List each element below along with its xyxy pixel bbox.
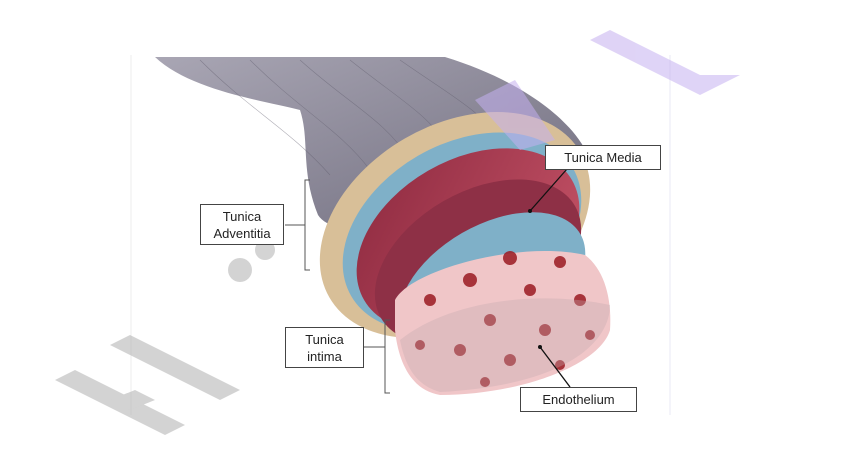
label-text: Tunica Media xyxy=(564,150,642,165)
adventitia-bracket xyxy=(285,179,310,271)
label-tunica-media: Tunica Media xyxy=(545,145,661,170)
lumen xyxy=(400,298,610,392)
endothelial-nuclei xyxy=(415,251,595,387)
label-text: Tunica xyxy=(222,208,262,224)
label-text: Endothelium xyxy=(542,392,615,407)
tunica-intima-layer xyxy=(395,251,611,395)
label-tunica-intima: Tunica intima xyxy=(285,327,364,368)
label-text: Tunica xyxy=(305,331,344,347)
intima-bracket xyxy=(364,319,390,394)
label-endothelium: Endothelium xyxy=(520,387,637,412)
label-text: intima xyxy=(307,348,342,364)
media-leader-line xyxy=(529,168,568,212)
label-tunica-adventitia: Tunica Adventitia xyxy=(200,204,284,245)
watermark xyxy=(55,30,740,435)
label-text: Adventitia xyxy=(213,225,271,241)
endothelium-leader-line xyxy=(539,346,571,388)
